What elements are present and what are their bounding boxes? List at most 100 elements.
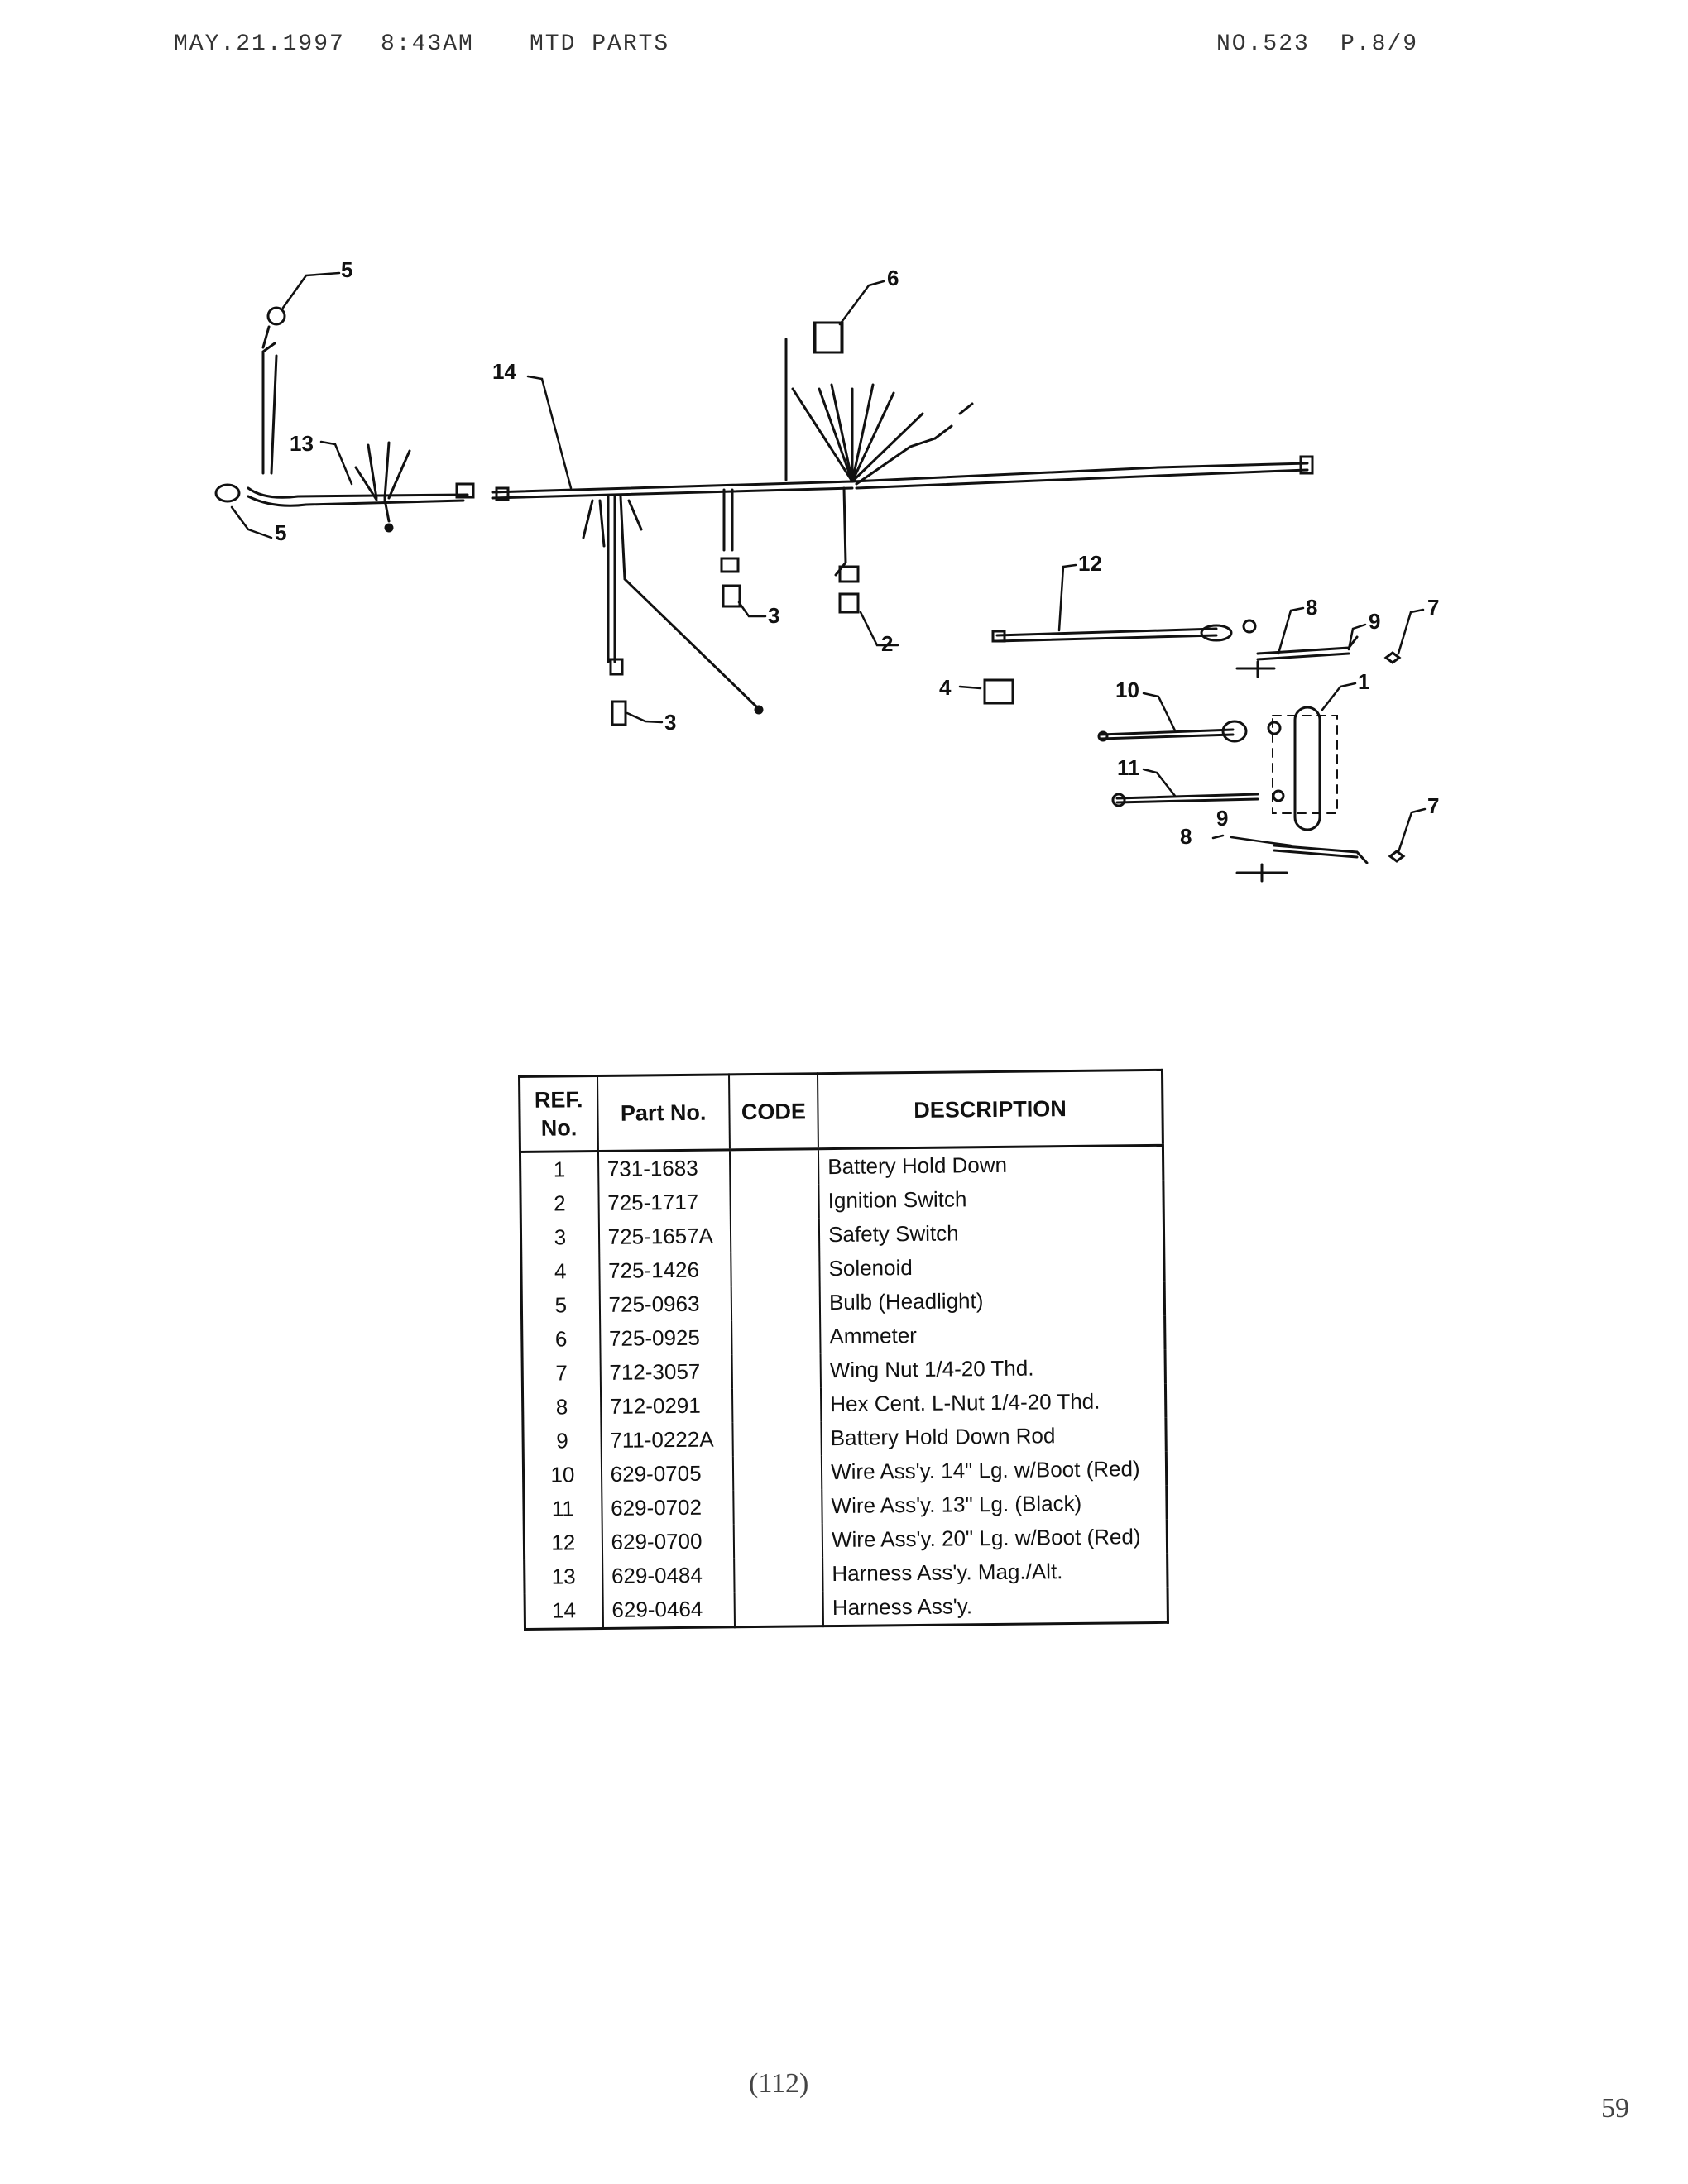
cell-description: Hex Cent. L-Nut 1/4-20 Thd. bbox=[821, 1383, 1166, 1422]
cell-description: Wing Nut 1/4-20 Thd. bbox=[820, 1349, 1166, 1388]
callout-3-lower: 3 bbox=[664, 710, 676, 735]
wing-nut-lower bbox=[1388, 850, 1406, 863]
page-mark: (112) bbox=[749, 2068, 809, 2099]
cell-code bbox=[730, 1252, 820, 1287]
cell-part: 731-1683 bbox=[597, 1149, 731, 1186]
cell-description: Wire Ass'y. 13" Lg. (Black) bbox=[822, 1485, 1168, 1524]
hold-down-rod-lower bbox=[1235, 844, 1369, 883]
hold-down-rod-upper bbox=[1235, 635, 1359, 678]
solenoid-part bbox=[983, 678, 1014, 705]
cell-ref: 14 bbox=[525, 1592, 603, 1630]
cell-part: 629-0705 bbox=[601, 1456, 733, 1492]
cell-part: 629-0700 bbox=[602, 1524, 734, 1559]
callout-8-upper: 8 bbox=[1306, 595, 1317, 620]
callout-7-lower: 7 bbox=[1427, 793, 1439, 818]
cell-part: 629-0464 bbox=[602, 1592, 735, 1629]
cell-code bbox=[731, 1286, 821, 1321]
wire-assembly-20in bbox=[991, 619, 1257, 643]
cell-description: Battery Hold Down Rod bbox=[821, 1417, 1167, 1456]
callout-8-lower: 8 bbox=[1180, 824, 1192, 849]
corner-mark: 59 bbox=[1601, 2093, 1629, 2124]
cell-part: 725-0963 bbox=[599, 1286, 731, 1322]
fax-date: MAY.21.1997 bbox=[174, 31, 345, 57]
callout-14: 14 bbox=[492, 359, 516, 384]
cell-part: 725-1657A bbox=[598, 1219, 731, 1254]
callout-12: 12 bbox=[1078, 551, 1102, 576]
ammeter-part bbox=[813, 321, 844, 354]
harness-main bbox=[491, 321, 1314, 726]
header-part: Part No. bbox=[597, 1074, 730, 1152]
cell-part: 711-0222A bbox=[601, 1422, 733, 1458]
callout-3-upper: 3 bbox=[768, 603, 779, 628]
header-code: CODE bbox=[728, 1073, 819, 1150]
cell-description: Wire Ass'y. 14" Lg. w/Boot (Red) bbox=[821, 1451, 1167, 1490]
cell-description: Harness Ass'y. Mag./Alt. bbox=[822, 1553, 1168, 1592]
cell-ref: 7 bbox=[522, 1355, 601, 1391]
header-description: DESCRIPTION bbox=[818, 1070, 1163, 1149]
callout-5-bottom: 5 bbox=[275, 520, 286, 545]
callout-7-upper: 7 bbox=[1427, 595, 1439, 620]
cell-part: 725-0925 bbox=[599, 1320, 732, 1356]
cell-ref: 8 bbox=[522, 1389, 602, 1425]
callout-5-top: 5 bbox=[341, 257, 352, 282]
cell-ref: 11 bbox=[523, 1491, 602, 1526]
cell-description: Harness Ass'y. bbox=[822, 1587, 1168, 1626]
cell-code bbox=[732, 1455, 822, 1491]
cell-description: Ammeter bbox=[820, 1315, 1166, 1354]
cell-ref: 10 bbox=[523, 1457, 602, 1492]
cell-description: Wire Ass'y. 20" Lg. w/Boot (Red) bbox=[822, 1519, 1168, 1558]
cell-part: 725-1426 bbox=[598, 1252, 731, 1288]
cell-ref: 1 bbox=[520, 1151, 599, 1187]
cell-ref: 9 bbox=[522, 1423, 602, 1458]
cell-description: Solenoid bbox=[819, 1248, 1165, 1286]
callout-1: 1 bbox=[1358, 669, 1369, 694]
callout-9-lower: 9 bbox=[1216, 806, 1228, 831]
cell-part: 629-0484 bbox=[602, 1558, 735, 1593]
harness-mag-alt bbox=[214, 306, 475, 533]
cell-description: Bulb (Headlight) bbox=[819, 1281, 1165, 1320]
cell-code bbox=[733, 1557, 823, 1592]
cell-description: Safety Switch bbox=[818, 1214, 1164, 1252]
header-ref: REF. No. bbox=[519, 1075, 598, 1152]
cell-part: 629-0702 bbox=[601, 1490, 734, 1525]
callout-9-upper: 9 bbox=[1369, 609, 1380, 634]
table-header-row: REF. No. Part No. CODE DESCRIPTION bbox=[519, 1070, 1163, 1152]
cell-code bbox=[730, 1184, 819, 1219]
callout-6: 6 bbox=[887, 266, 899, 290]
fax-header: MAY.21.1997 8:43AM MTD PARTS NO.523 P.8/… bbox=[0, 31, 1688, 73]
cell-code bbox=[733, 1523, 823, 1559]
cell-code bbox=[734, 1591, 824, 1627]
cell-ref: 13 bbox=[524, 1559, 603, 1594]
cell-description: Ignition Switch bbox=[818, 1180, 1164, 1219]
cell-code bbox=[732, 1489, 822, 1525]
cell-code bbox=[730, 1218, 820, 1253]
cell-description: Battery Hold Down bbox=[818, 1145, 1163, 1185]
battery-hold-down-part bbox=[1272, 706, 1338, 831]
callout-10: 10 bbox=[1115, 678, 1139, 702]
cell-ref: 5 bbox=[521, 1287, 600, 1323]
cell-part: 712-3057 bbox=[600, 1354, 732, 1390]
cell-code bbox=[729, 1148, 819, 1185]
wiring-harness-diagram: 5 5 13 14 6 3 2 3 4 12 8 9 7 1 10 11 7 9… bbox=[214, 257, 1439, 883]
callout-13: 13 bbox=[290, 431, 314, 456]
fax-time: 8:43AM bbox=[381, 31, 474, 57]
cell-ref: 12 bbox=[524, 1525, 602, 1560]
cell-ref: 2 bbox=[520, 1185, 599, 1221]
callout-11: 11 bbox=[1117, 755, 1140, 780]
fax-page: P.8/9 bbox=[1340, 31, 1419, 57]
cell-ref: 6 bbox=[521, 1321, 601, 1357]
cell-ref: 4 bbox=[520, 1253, 600, 1289]
cell-code bbox=[732, 1421, 822, 1457]
cell-part: 725-1717 bbox=[598, 1185, 731, 1220]
cell-part: 712-0291 bbox=[600, 1388, 733, 1424]
cell-code bbox=[731, 1320, 821, 1355]
callout-4: 4 bbox=[939, 675, 952, 700]
fax-number: NO.523 bbox=[1216, 31, 1310, 57]
callout-2: 2 bbox=[881, 631, 893, 656]
cell-code bbox=[731, 1353, 822, 1389]
cell-ref: 3 bbox=[520, 1219, 599, 1255]
wire-assemblies-10-11 bbox=[1097, 720, 1285, 807]
wing-nut-upper bbox=[1383, 651, 1402, 664]
